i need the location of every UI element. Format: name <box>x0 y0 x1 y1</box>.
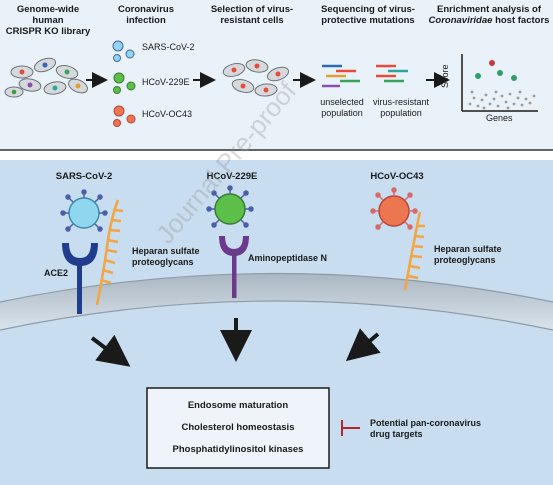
inhibition-symbol <box>341 420 360 436</box>
header-sequencing: Sequencing of virus- protective mutation… <box>310 4 426 26</box>
population-resistant-line1: virus-resistant <box>372 97 429 107</box>
heparan-sulfate-2 <box>403 211 425 291</box>
population-resistant-line2: population <box>380 108 422 118</box>
sars-cov-2-virion <box>60 189 108 232</box>
population-resistant: virus-resistant population <box>368 97 434 119</box>
cell-membrane <box>0 273 553 330</box>
population-unselected: unselected population <box>314 97 370 119</box>
virus-label-oc43: HCoV-OC43 <box>370 171 424 182</box>
header-enrichment-line2: Coronaviridae host factors <box>425 15 553 26</box>
plot-y-label: Score <box>440 64 450 88</box>
header-crispr-library: Genome-wide human CRISPR KO library <box>0 4 96 37</box>
hcov-oc43-virion <box>370 187 418 230</box>
header-enrichment: Enrichment analysis of Coronaviridae hos… <box>425 4 553 26</box>
header-selection: Selection of virus- resistant cells <box>202 4 302 26</box>
arrow-oc43-to-box <box>345 328 381 362</box>
box-item-pi-kinases: Phosphatidylinositol kinases <box>172 444 304 455</box>
arrow-sars-to-box <box>90 334 131 367</box>
header-sequencing-line1: Sequencing of virus- <box>321 4 415 15</box>
oc43-small-icon <box>113 105 136 127</box>
sars-small-icon <box>112 40 135 62</box>
heparan-label-1-line2: proteoglycans <box>132 257 194 267</box>
hcov-229e-virion <box>206 185 254 228</box>
drug-targets-label: Potential pan-coronavirus drug targets <box>370 418 481 440</box>
enrichment-plot <box>461 54 538 112</box>
e229-small-icon <box>113 72 136 94</box>
heparan-label-2-line1: Heparan sulfate <box>434 244 502 254</box>
resistant-reads <box>376 64 408 83</box>
box-item-endosome: Endosome maturation <box>187 400 289 411</box>
aminopeptidase-n-receptor <box>219 236 249 298</box>
heparan-label-1-line1: Heparan sulfate <box>132 246 200 256</box>
header-infection: Coronavirus infection <box>104 4 188 26</box>
heparan-label-2-line2: proteoglycans <box>434 255 496 265</box>
drug-targets-line2: drug targets <box>370 429 423 439</box>
header-infection-line1: Coronavirus <box>118 4 174 15</box>
header-selection-line2: resistant cells <box>220 15 284 26</box>
membrane-outer-edge <box>0 272 553 303</box>
crispr-cell-library <box>4 57 88 98</box>
top-virus-label-229e: HCoV-229E <box>142 77 190 87</box>
ace2-label: ACE2 <box>44 268 69 278</box>
header-enrichment-rest: host factors <box>492 15 550 26</box>
unselected-reads <box>322 64 360 88</box>
header-infection-line2: infection <box>126 15 166 26</box>
header-selection-line1: Selection of virus- <box>210 4 294 15</box>
box-item-cholesterol: Cholesterol homeostasis <box>181 422 295 433</box>
population-unselected-line1: unselected <box>320 97 364 107</box>
header-sequencing-line2: protective mutations <box>321 15 415 26</box>
resistant-cells <box>222 59 290 97</box>
header-enrichment-line1: Enrichment analysis of <box>436 4 541 15</box>
header-crispr-line1: Genome-wide human <box>16 4 80 26</box>
membrane-inner-edge <box>0 300 553 331</box>
heparan-label-1: Heparan sulfate proteoglycans <box>132 246 200 268</box>
apn-label: Aminopeptidase N <box>248 253 328 263</box>
virus-label-sars: SARS-CoV-2 <box>55 171 113 182</box>
coronaviridae-italic: Coronaviridae <box>428 15 493 26</box>
ace2-receptor <box>62 243 98 314</box>
heparan-sulfate-1 <box>95 199 124 306</box>
plot-x-label: Genes <box>486 113 513 123</box>
virus-icons-top <box>112 40 136 127</box>
top-virus-label-sars: SARS-CoV-2 <box>142 42 195 52</box>
header-crispr-line2: CRISPR KO library <box>5 26 91 37</box>
heparan-label-2: Heparan sulfate proteoglycans <box>434 244 502 266</box>
population-unselected-line2: population <box>321 108 363 118</box>
top-virus-label-oc43: HCoV-OC43 <box>142 109 193 119</box>
pathway-box <box>146 387 330 469</box>
drug-targets-line1: Potential pan-coronavirus <box>370 418 482 428</box>
plot-background-points <box>468 90 536 110</box>
virus-label-229e: HCoV-229E <box>206 171 258 182</box>
